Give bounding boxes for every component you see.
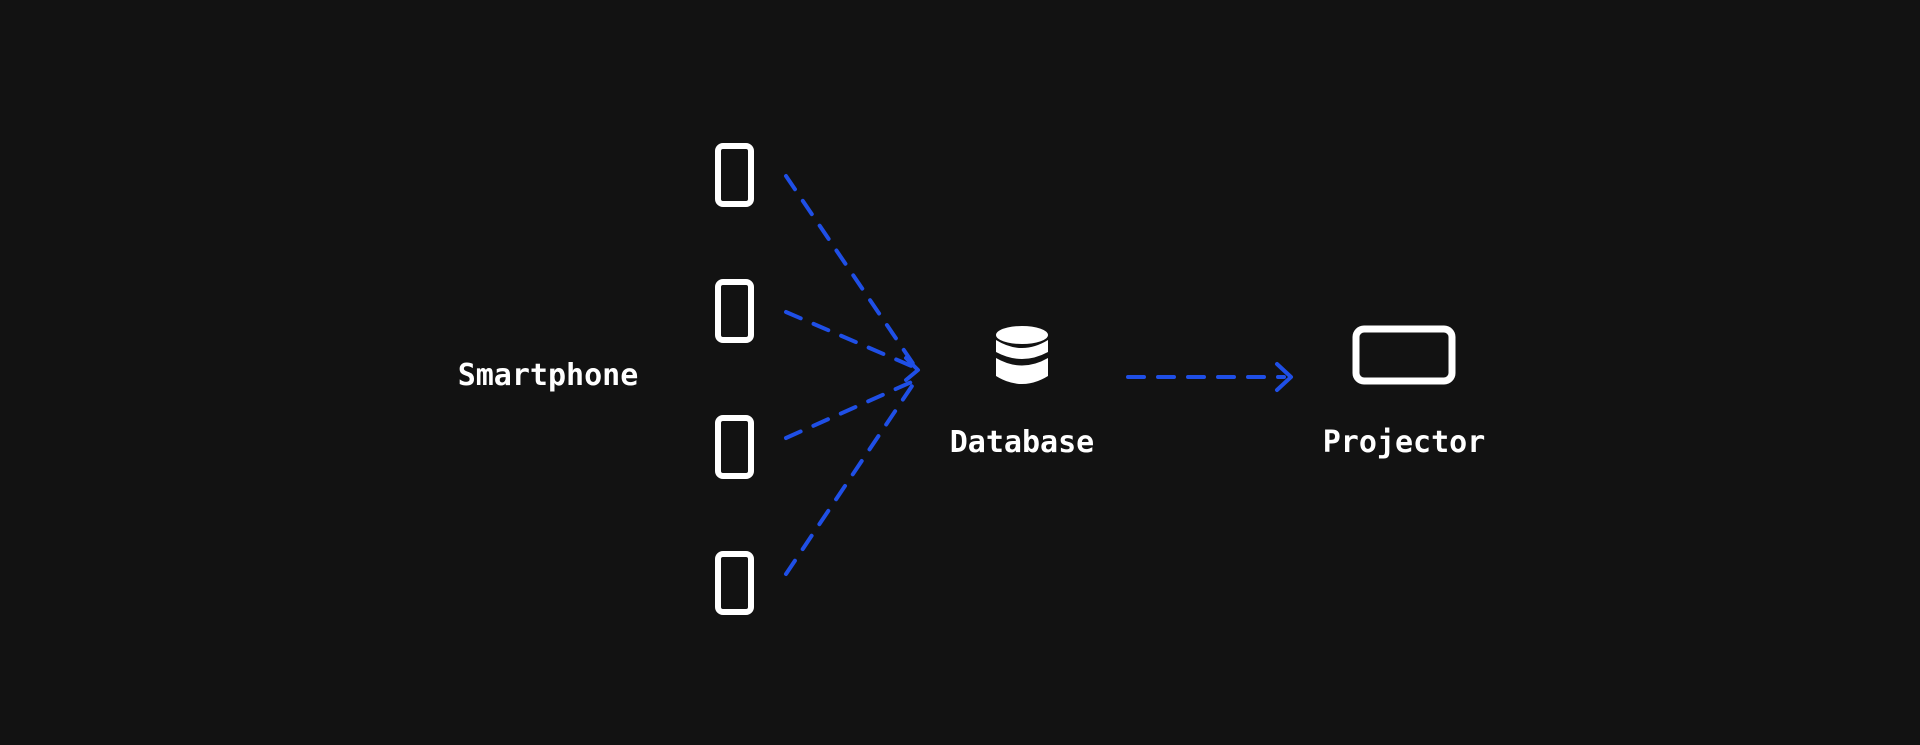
connector-arrowheads (904, 356, 920, 382)
smartphone-icon (715, 279, 754, 343)
connector-phone1-to-database (784, 174, 918, 370)
database-icon (996, 326, 1048, 384)
connector-phone3-to-database (784, 378, 918, 440)
projector-label: Projector (1322, 425, 1486, 460)
connector-lines (784, 174, 918, 576)
smartphone-icon (715, 551, 754, 615)
projector-icon (1352, 325, 1456, 385)
smartphone-icon (715, 143, 754, 207)
arrowhead-icon (1275, 362, 1293, 392)
connector-phone2-to-database (784, 310, 918, 370)
smartphone-icon (715, 415, 754, 479)
connector-phone4-to-database (784, 378, 918, 576)
arrowhead-icon (904, 356, 920, 382)
connector-database-to-projector (1126, 362, 1293, 392)
smartphone-label: Smartphone (457, 358, 639, 393)
database-label: Database (949, 425, 1095, 460)
